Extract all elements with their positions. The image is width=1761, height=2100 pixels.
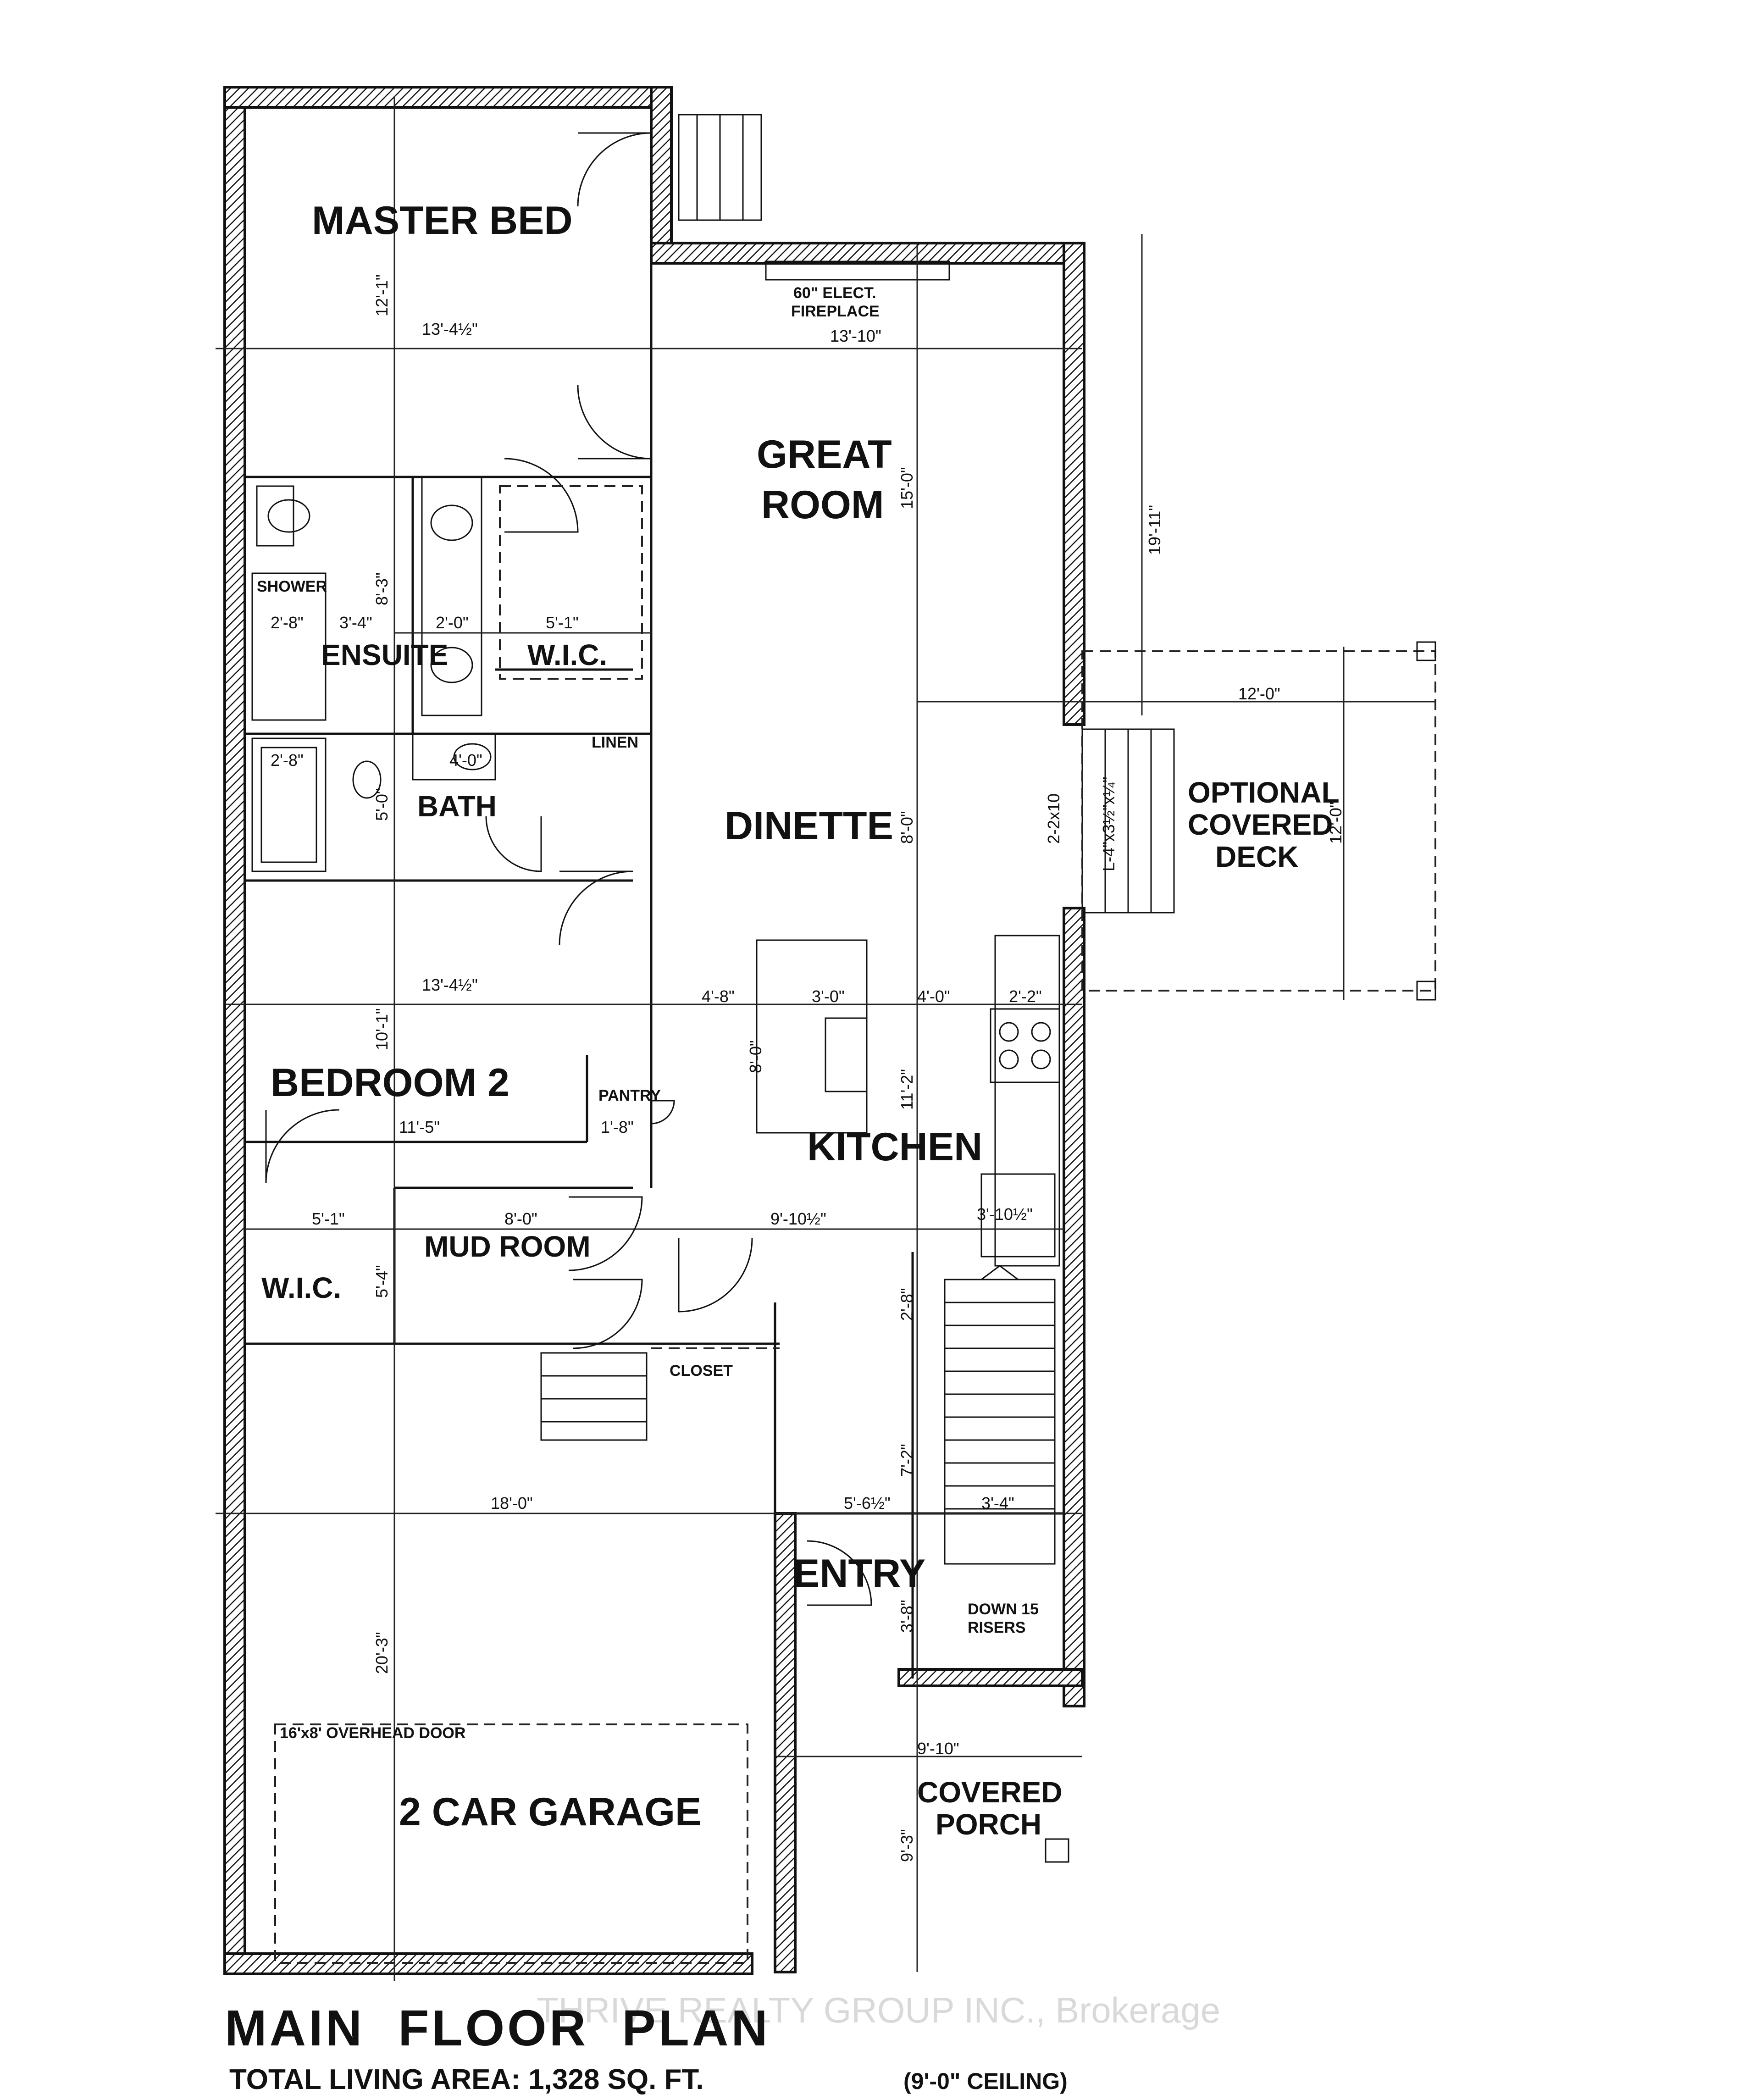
label-deck-1: OPTIONAL <box>1188 776 1340 809</box>
dim-great-h: 15'-0" <box>897 467 916 509</box>
dim-bed2-h: 10'-1" <box>372 1008 391 1050</box>
dim-bed2-w: 13'-4½" <box>422 975 478 994</box>
dim-sink: 4'-0" <box>449 751 482 770</box>
dim-kitchen-w: 9'-10½" <box>770 1209 826 1228</box>
label-entry: ENTRY <box>793 1551 925 1596</box>
dim-porch-w: 9'-10" <box>917 1739 959 1758</box>
ceiling-height: (9'-0" CEILING) <box>903 2068 1068 2094</box>
label-bath: BATH <box>417 790 497 823</box>
label-ensuite: ENSUITE <box>321 638 448 671</box>
dim-bed2-inner: 11'-5" <box>399 1118 440 1136</box>
dim-master-w: 13'-4½" <box>422 320 478 338</box>
label-shower: SHOWER <box>257 578 327 595</box>
label-kitchen: KITCHEN <box>807 1125 982 1169</box>
dim-mud-w: 8'-0" <box>504 1209 537 1228</box>
dim-k4: 2'-2" <box>1009 987 1042 1006</box>
label-porch-2: PORCH <box>936 1808 1041 1841</box>
dim-stair-1: 2'-8" <box>897 1288 916 1321</box>
label-porch-1: COVERED <box>917 1776 1063 1809</box>
dim-door: 2-2x10 <box>1044 793 1063 844</box>
label-great-room-1: GREAT <box>757 432 892 477</box>
dim-k3: 4'-0" <box>917 987 950 1006</box>
dimension-lines <box>216 96 1435 1981</box>
label-deck-2: COVERED <box>1188 808 1333 841</box>
label-garage: 2 CAR GARAGE <box>399 1790 701 1834</box>
stairs <box>944 1265 1056 1565</box>
label-mud-room: MUD ROOM <box>424 1230 591 1263</box>
dimension-labels: 13'-4½" 12'-1" 13'-10" 15'-0" 19'-11" 3'… <box>271 274 1345 1862</box>
interior-walls <box>245 261 1064 1679</box>
dim-entry-w: 5'-6½" <box>844 1494 891 1513</box>
dim-kitchen-h: 11'-2" <box>897 1069 916 1110</box>
watermark: THRIVE REALTY GROUP INC., Brokerage <box>537 1990 1220 2030</box>
dim-deck-w: 12'-0" <box>1238 684 1280 703</box>
label-pantry: PANTRY <box>598 1087 661 1104</box>
label-bedroom-2: BEDROOM 2 <box>271 1061 509 1105</box>
label-wic-2: W.I.C. <box>261 1271 341 1304</box>
label-linen: LINEN <box>592 734 638 751</box>
dim-ens-1: 3'-4" <box>339 613 372 632</box>
dim-entry-h: 7'-2" <box>897 1444 916 1477</box>
dim-counter: 3'-10½" <box>977 1205 1033 1224</box>
dim-stair-w: 3'-4" <box>981 1494 1014 1513</box>
label-fireplace-2: FIREPLACE <box>791 303 880 320</box>
dashed-outlines <box>274 485 1436 1964</box>
dim-porch-h: 9'-3" <box>897 1829 916 1862</box>
dim-bath-w: 2'-8" <box>271 751 304 770</box>
label-dinette: DINETTE <box>725 804 893 848</box>
label-deck-3: DECK <box>1215 840 1298 873</box>
label-overhead-door: 16'x8' OVERHEAD DOOR <box>280 1724 465 1742</box>
dim-garage-h: 20'-3" <box>372 1632 391 1674</box>
dim-deck-h: 12'-0" <box>1326 802 1345 844</box>
label-stairs-1: DOWN 15 <box>968 1601 1039 1618</box>
dim-ens-3: 5'-1" <box>546 613 579 632</box>
room-labels: MASTER BED GREAT ROOM ENSUITE W.I.C. SHO… <box>257 199 1340 1841</box>
dim-overall-h: 19'-11" <box>1145 505 1164 555</box>
dim-k2: 3'-0" <box>812 987 845 1006</box>
dim-lintel: L-4"x3½"x¼" <box>1099 777 1118 871</box>
dim-wic2-w: 5'-1" <box>312 1209 345 1228</box>
plan-title: MAIN FLOOR PLAN <box>225 2000 770 2056</box>
dim-ens-2: 2'-0" <box>436 613 469 632</box>
label-closet: CLOSET <box>670 1362 733 1380</box>
label-great-room-2: ROOM <box>761 483 884 527</box>
dim-ens-h: 8'-3" <box>372 572 391 605</box>
dim-shower: 2'-8" <box>271 613 304 632</box>
dim-master-h: 12'-1" <box>372 274 391 316</box>
dim-dinette-h: 8'-0" <box>897 811 916 844</box>
label-fireplace-1: 60" ELECT. <box>793 284 876 302</box>
label-master-bed: MASTER BED <box>312 199 573 243</box>
dim-pantry: 1'-8" <box>601 1118 634 1136</box>
exterior-walls <box>223 86 1085 1975</box>
label-wic: W.I.C. <box>527 638 607 671</box>
doors <box>265 132 872 1606</box>
living-area: TOTAL LIVING AREA: 1,328 SQ. FT. <box>229 2064 704 2095</box>
dim-island: 8'-0" <box>746 1040 765 1073</box>
dim-great-w: 13'-10" <box>830 327 881 345</box>
dim-bath-h: 5'-0" <box>372 788 391 821</box>
dim-garage-w: 18'-0" <box>491 1494 533 1513</box>
dim-wic2-h: 5'-4" <box>372 1265 391 1298</box>
fixtures <box>251 114 1175 1565</box>
dim-entry-d: 3'-8" <box>897 1600 916 1633</box>
dim-k1: 4'-8" <box>702 987 735 1006</box>
label-stairs-2: RISERS <box>968 1619 1026 1636</box>
